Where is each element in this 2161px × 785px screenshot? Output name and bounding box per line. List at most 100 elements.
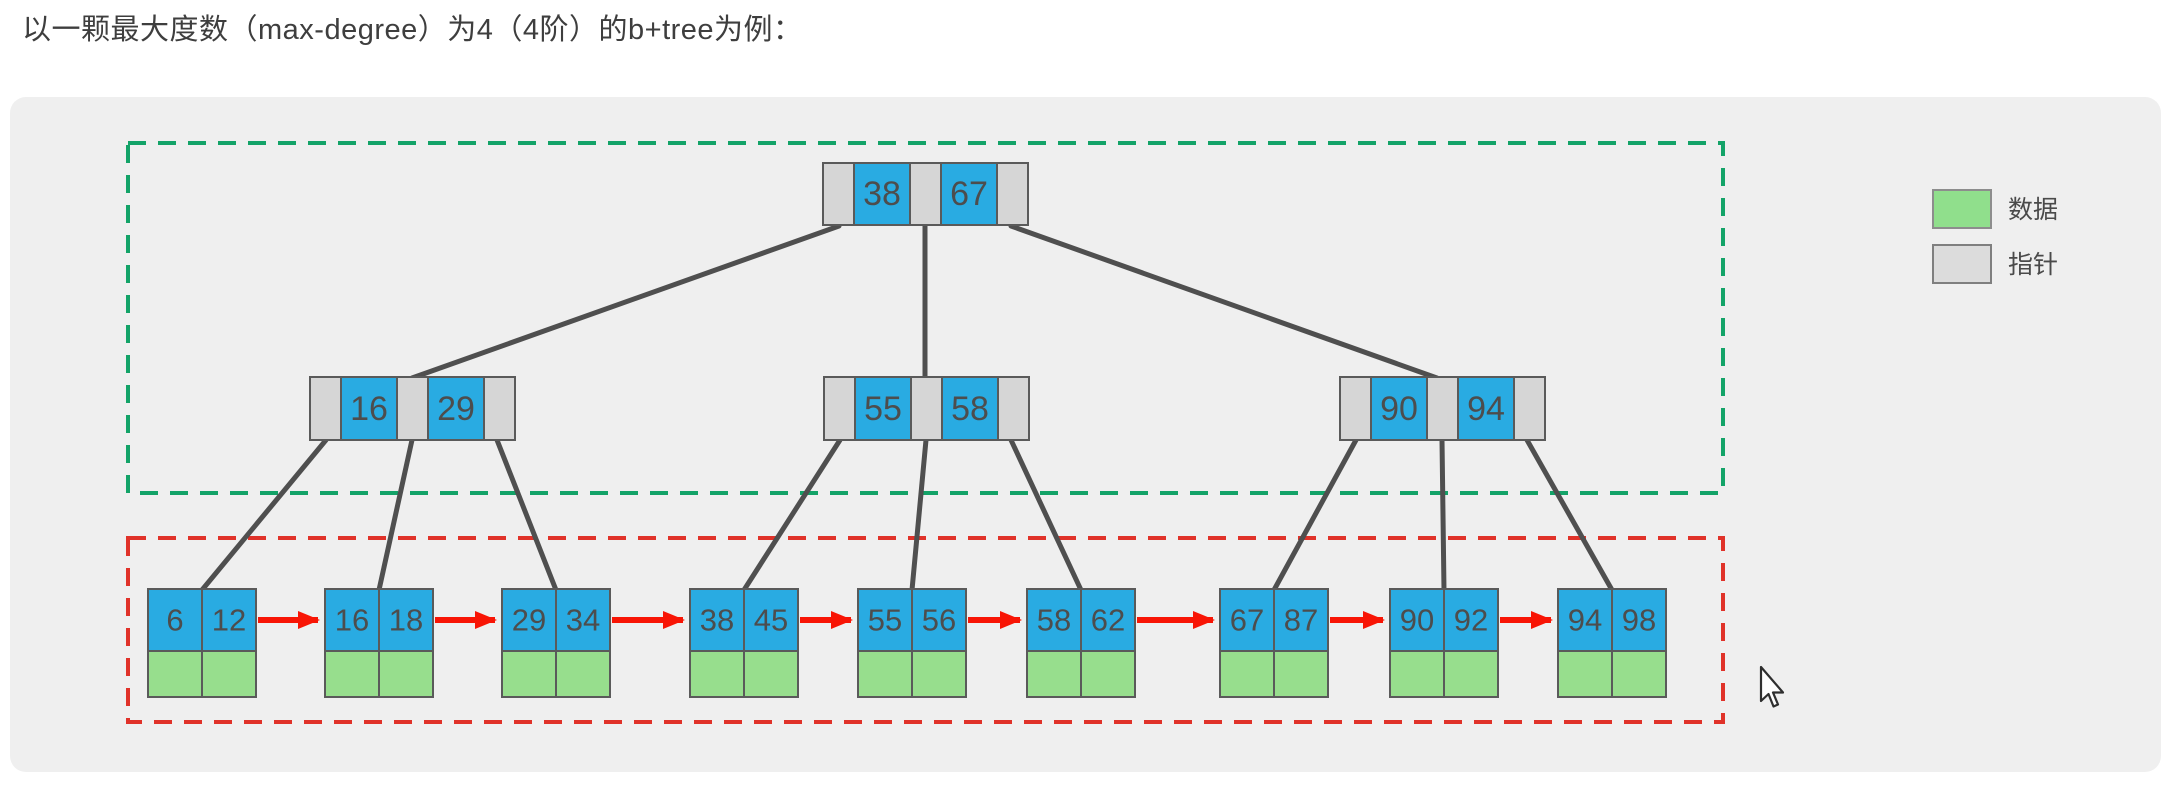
key-cell — [427, 376, 485, 441]
edge-internal2-leaf6 — [1008, 437, 1084, 593]
internal-node-1: 16 29 — [309, 376, 516, 441]
leaf-node-6: 58 62 — [1026, 588, 1136, 698]
key-value: 29 — [437, 390, 475, 428]
data-cell — [501, 650, 557, 698]
key-value: 58 — [1037, 603, 1071, 638]
data-area-outline — [126, 536, 1725, 724]
key-value: 18 — [389, 603, 423, 638]
key-cell — [1273, 588, 1329, 652]
pointer-cell — [996, 162, 1029, 226]
key-cell — [378, 588, 434, 652]
key-cell — [1443, 588, 1499, 652]
data-cell — [555, 650, 611, 698]
leaf-node-7: 67 87 — [1219, 588, 1329, 698]
key-value: 38 — [863, 175, 901, 213]
key-value: 67 — [1230, 603, 1264, 638]
key-value: 94 — [1467, 390, 1505, 428]
key-cell — [857, 588, 913, 652]
key-cell — [501, 588, 557, 652]
pointer-cell — [823, 376, 856, 441]
key-cell — [201, 588, 257, 652]
leaf-node-1: 6 12 — [147, 588, 257, 698]
pointer-cell — [396, 376, 429, 441]
pointer-cell — [483, 376, 516, 441]
key-cell — [1557, 588, 1613, 652]
key-cell — [940, 162, 998, 226]
pointer-cell — [1339, 376, 1372, 441]
internal-node-2: 55 58 — [823, 376, 1030, 441]
key-value: 34 — [566, 603, 600, 638]
data-cell — [1080, 650, 1136, 698]
leaf-node-5: 55 56 — [857, 588, 967, 698]
key-value: 45 — [754, 603, 788, 638]
edge-root-internal3 — [1008, 223, 1440, 381]
pointer-cell — [909, 162, 942, 226]
root-node: 38 67 — [822, 162, 1029, 226]
page-title: 以一颗最大度数（max-degree）为4（4阶）的b+tree为例： — [22, 14, 803, 46]
edge-internal1-leaf3 — [494, 437, 559, 593]
legend-pointer-label: 指针 — [2008, 251, 2058, 279]
data-cell — [911, 650, 967, 698]
key-cell — [1219, 588, 1275, 652]
key-value: 94 — [1568, 603, 1602, 638]
key-cell — [689, 588, 745, 652]
key-value: 6 — [166, 603, 183, 638]
data-cell — [378, 650, 434, 698]
data-cell — [743, 650, 799, 698]
key-cell — [1457, 376, 1515, 441]
leaf-node-4: 38 45 — [689, 588, 799, 698]
edge-internal3-leaf7 — [1271, 437, 1359, 593]
data-cell — [1443, 650, 1499, 698]
leaf-node-3: 29 34 — [501, 588, 611, 698]
data-cell — [1273, 650, 1329, 698]
edge-root-internal1 — [409, 223, 842, 381]
key-value: 12 — [212, 603, 246, 638]
key-cell — [1389, 588, 1445, 652]
edge-internal1-leaf1 — [199, 437, 329, 593]
key-value: 29 — [512, 603, 546, 638]
key-value: 16 — [335, 603, 369, 638]
data-cell — [147, 650, 203, 698]
key-cell — [1080, 588, 1136, 652]
data-cell — [689, 650, 745, 698]
key-value: 16 — [350, 390, 388, 428]
pointer-cell — [1513, 376, 1546, 441]
key-value: 87 — [1284, 603, 1318, 638]
leaf-node-2: 16 18 — [324, 588, 434, 698]
index-area-outline — [126, 141, 1725, 495]
key-cell — [324, 588, 380, 652]
leaf-node-8: 90 92 — [1389, 588, 1499, 698]
data-cell — [857, 650, 913, 698]
key-value: 38 — [700, 603, 734, 638]
legend: 数据 指针 — [1932, 189, 2058, 284]
pointer-cell — [910, 376, 943, 441]
key-cell — [555, 588, 611, 652]
edge-internal2-leaf4 — [741, 437, 843, 593]
key-value: 56 — [922, 603, 956, 638]
key-value: 98 — [1622, 603, 1656, 638]
pointer-cell — [1426, 376, 1459, 441]
key-value: 92 — [1454, 603, 1488, 638]
data-cell — [201, 650, 257, 698]
key-value: 90 — [1380, 390, 1418, 428]
internal-node-3: 90 94 — [1339, 376, 1546, 441]
data-cell — [1557, 650, 1613, 698]
key-value: 55 — [868, 603, 902, 638]
legend-data-label: 数据 — [2008, 196, 2058, 224]
legend-pointer-swatch — [1932, 244, 1992, 284]
leaf-node-9: 94 98 — [1557, 588, 1667, 698]
tree-edges — [199, 223, 1615, 593]
pointer-cell — [309, 376, 342, 441]
key-value: 67 — [950, 175, 988, 213]
legend-data-swatch — [1932, 189, 1992, 229]
data-cell — [1219, 650, 1275, 698]
key-value: 90 — [1400, 603, 1434, 638]
edge-internal2-leaf5 — [909, 437, 929, 593]
key-cell — [941, 376, 999, 441]
mouse-cursor — [1759, 665, 1785, 708]
data-cell — [324, 650, 380, 698]
data-cell — [1389, 650, 1445, 698]
key-cell — [743, 588, 799, 652]
pointer-cell — [997, 376, 1030, 441]
